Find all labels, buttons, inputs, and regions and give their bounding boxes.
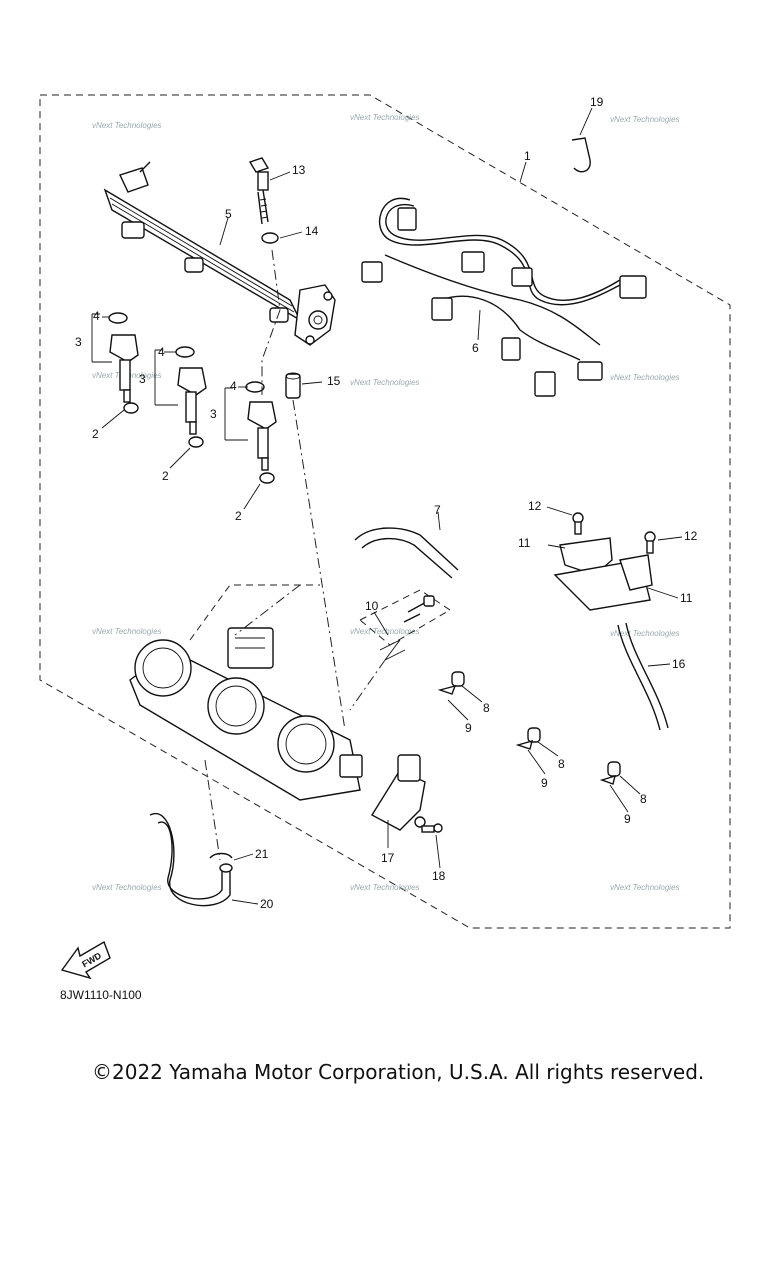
- forward-arrow-icon: FWD: [60, 940, 111, 980]
- washer-part: [261, 232, 279, 244]
- hose-part: [354, 527, 459, 579]
- callout-label: 8: [483, 701, 490, 715]
- callout-label: 13: [292, 163, 306, 177]
- callout-label: 1: [524, 149, 531, 163]
- callout-label: 2: [162, 469, 169, 483]
- watermark: vNext Technologies: [610, 373, 680, 382]
- callout-label: 19: [590, 95, 604, 109]
- reference-line: [204, 759, 221, 861]
- callout-label: 3: [75, 335, 82, 349]
- reference-line: [261, 249, 281, 395]
- callout-label: 6: [472, 341, 479, 355]
- watermarks: vNext Technologies vNext Technologies vN…: [92, 113, 680, 892]
- clip-part: [571, 137, 591, 173]
- throttle-body-part: [129, 627, 363, 801]
- injector-group-3: [224, 381, 277, 484]
- callout-label: 12: [684, 529, 698, 543]
- watermark: vNext Technologies: [610, 115, 680, 124]
- collar-part: [285, 372, 301, 399]
- leader-lines: [101, 107, 683, 905]
- watermark: vNext Technologies: [350, 113, 420, 122]
- callout-label: 2: [235, 509, 242, 523]
- reference-line: [292, 399, 346, 731]
- drawing-code: 8JW1110-N100: [60, 988, 142, 1002]
- injector-group-2: [154, 346, 207, 448]
- watermark: vNext Technologies: [610, 629, 680, 638]
- callout-label: 17: [381, 851, 395, 865]
- injector-group-1: [91, 312, 139, 414]
- watermark: vNext Technologies: [350, 883, 420, 892]
- reference-line: [234, 584, 301, 636]
- assembly-boundary: [39, 94, 731, 929]
- cap-clamp-set-1: [437, 671, 465, 695]
- callout-label: 21: [255, 847, 269, 861]
- screw-spring-part: [359, 589, 451, 661]
- bolt-part: [248, 157, 270, 225]
- fuel-rail-part: [103, 161, 336, 346]
- callout-label: 4: [93, 309, 100, 323]
- hose-part-16: [617, 622, 669, 731]
- sensor-part: [371, 754, 443, 833]
- callout-label: 9: [465, 721, 472, 735]
- callout-label: 8: [558, 757, 565, 771]
- callout-label: 15: [327, 374, 341, 388]
- watermark: vNext Technologies: [350, 627, 420, 636]
- callout-label: 2: [92, 427, 99, 441]
- callout-label: 8: [640, 792, 647, 806]
- callout-label: 12: [528, 499, 542, 513]
- watermark: vNext Technologies: [92, 883, 162, 892]
- wire-harness-part: [361, 197, 647, 397]
- callout-label: 10: [365, 599, 379, 613]
- watermark: vNext Technologies: [610, 883, 680, 892]
- callout-label: 11: [680, 591, 693, 605]
- cap-clamp-set-2: [515, 727, 541, 750]
- callout-label: 3: [139, 372, 146, 386]
- bracket-part: [553, 512, 656, 611]
- callout-label: 9: [624, 812, 631, 826]
- callout-label: 11: [518, 536, 531, 550]
- cap-clamp-set-3: [599, 761, 621, 785]
- callout-labels: 19 1 13 5 14 4 3 4 3 4 3 6 15 2 2 2 7 12…: [75, 95, 698, 911]
- callout-label: 16: [672, 657, 686, 671]
- watermark: vNext Technologies: [92, 121, 162, 130]
- callout-label: 3: [210, 407, 217, 421]
- callout-label: 9: [541, 776, 548, 790]
- callout-label: 14: [305, 224, 319, 238]
- hose-clamp-part: [149, 812, 233, 907]
- callout-label: 4: [230, 379, 237, 393]
- callout-label: 4: [158, 345, 165, 359]
- copyright-notice: ©2022 Yamaha Motor Corporation, U.S.A. A…: [92, 1060, 705, 1084]
- callout-label: 18: [432, 869, 446, 883]
- watermark: vNext Technologies: [92, 627, 162, 636]
- callout-label: 20: [260, 897, 274, 911]
- callout-label: 5: [225, 207, 232, 221]
- callout-label: 7: [434, 503, 441, 517]
- reference-line: [349, 659, 386, 711]
- watermark: vNext Technologies: [350, 378, 420, 387]
